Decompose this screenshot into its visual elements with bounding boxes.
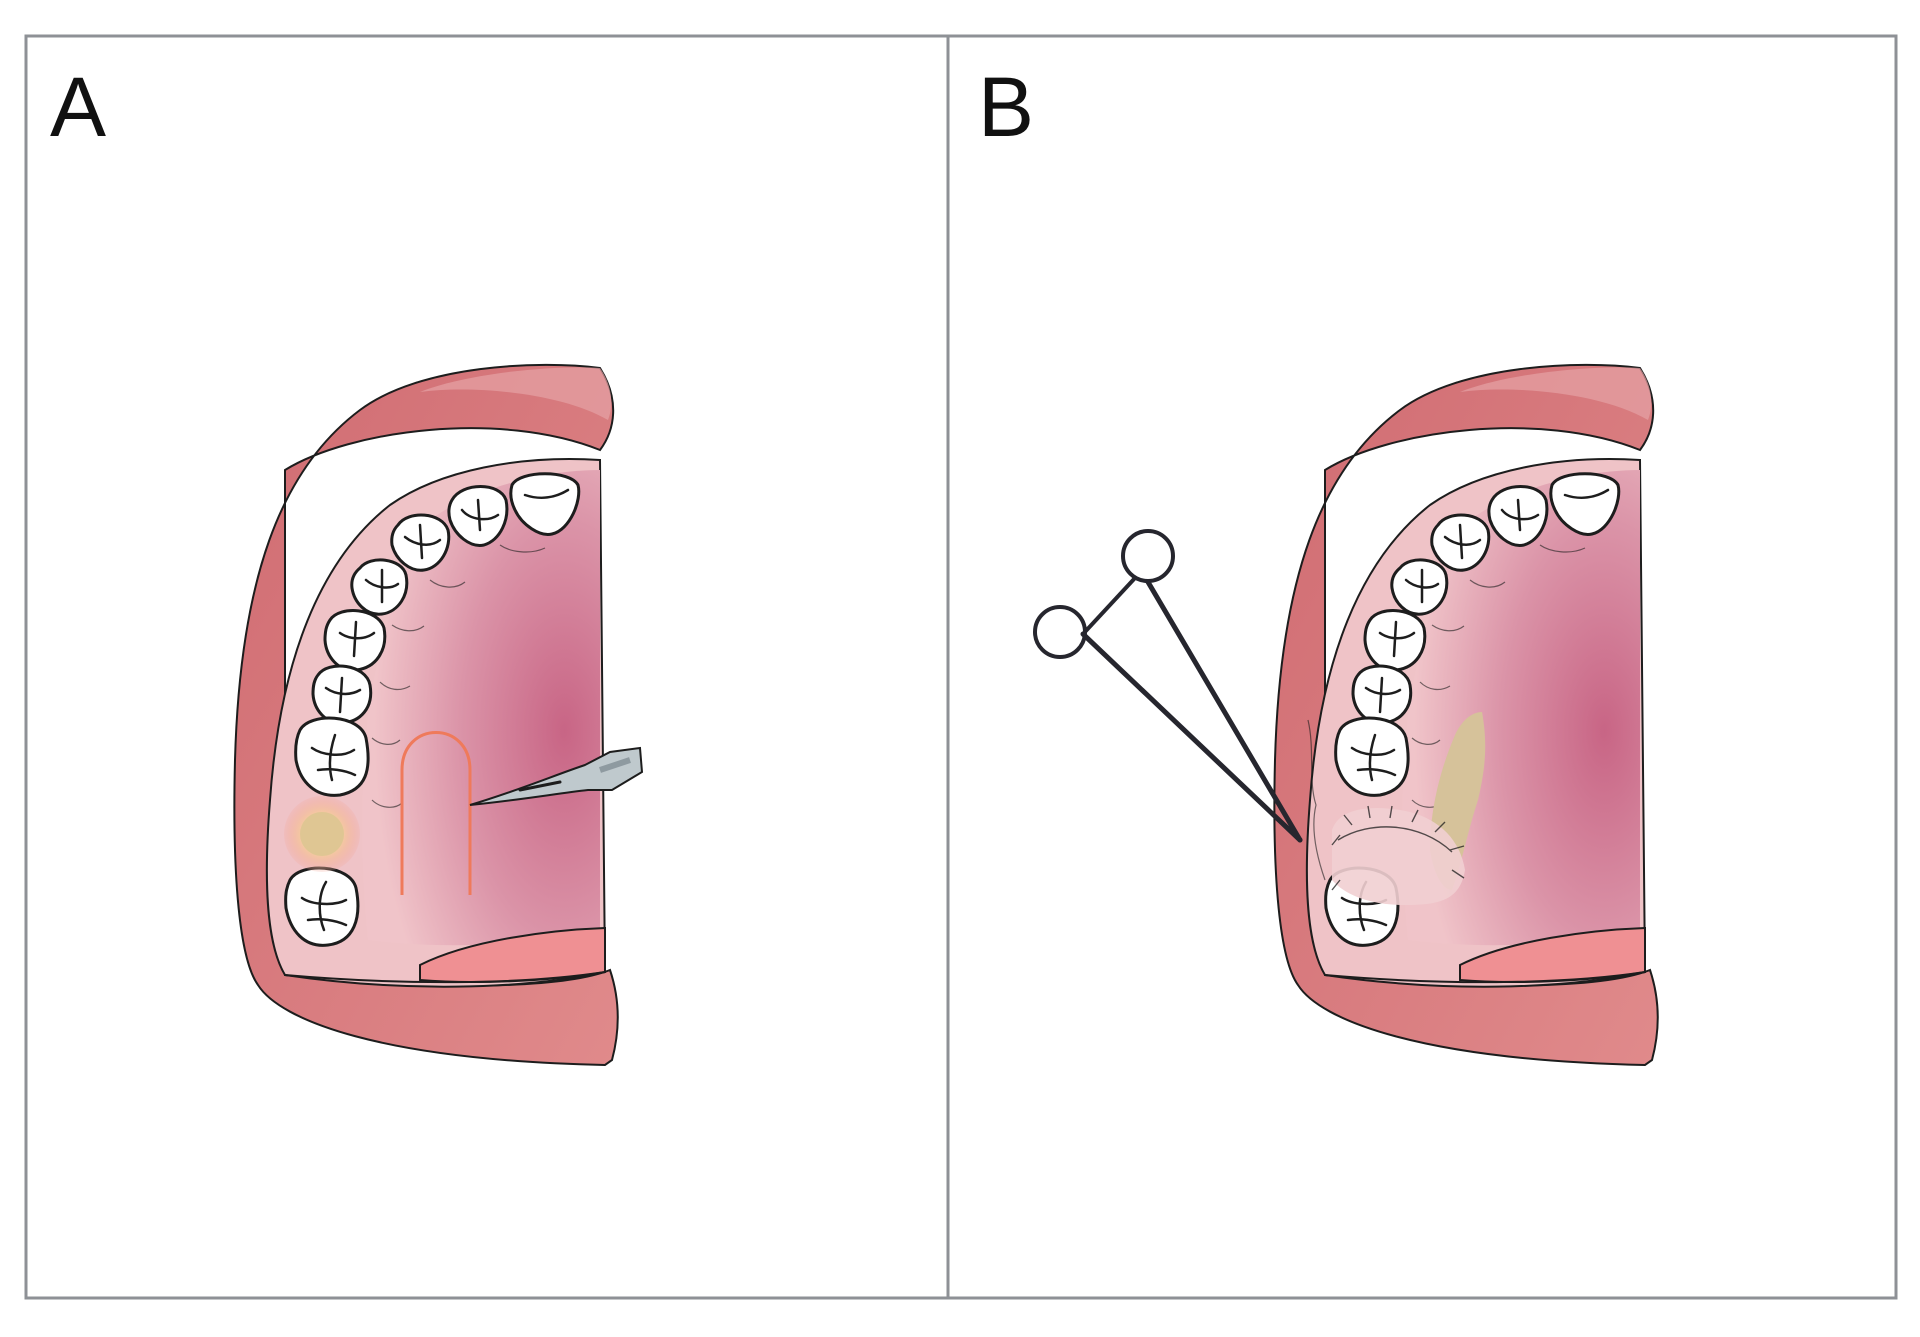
forceps-icon bbox=[1033, 529, 1303, 843]
buccal-fold bbox=[1307, 719, 1326, 881]
scalpel-icon bbox=[469, 746, 644, 806]
panel-b-label: B bbox=[978, 60, 1034, 154]
sutures bbox=[1331, 805, 1465, 891]
lesion bbox=[300, 812, 344, 856]
panel-a-illustration bbox=[232, 363, 644, 1067]
panel-b-illustration bbox=[1272, 363, 1660, 1067]
incision-line bbox=[400, 731, 472, 895]
flap bbox=[1332, 807, 1465, 905]
panel-a-label: A bbox=[50, 60, 106, 154]
